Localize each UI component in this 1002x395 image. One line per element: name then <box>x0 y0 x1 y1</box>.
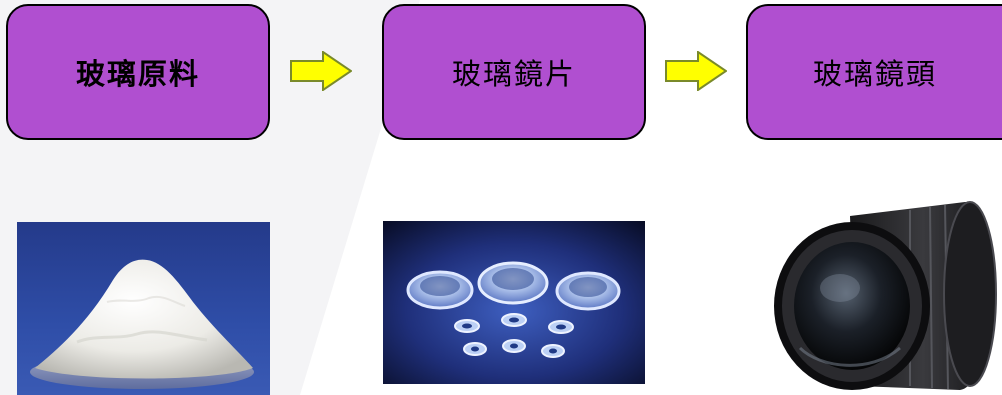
right-arrow-icon <box>665 51 727 91</box>
camera-lens-photo <box>760 198 1002 395</box>
glass-lenses-photo <box>383 221 645 384</box>
right-arrow-icon <box>290 51 352 91</box>
stage-glass-lens-box: 玻璃鏡片 <box>382 4 646 140</box>
stage-raw-glass-label: 玻璃原料 <box>75 57 200 91</box>
glass-powder-photo <box>17 222 270 395</box>
stage-glass-lens-label: 玻璃鏡片 <box>451 57 576 91</box>
stage-raw-glass-box: 玻璃原料 <box>6 4 270 140</box>
stage-glass-lens-assembly-label: 玻璃鏡頭 <box>812 57 937 91</box>
stage-glass-lens-assembly-box: 玻璃鏡頭 <box>746 4 1002 140</box>
